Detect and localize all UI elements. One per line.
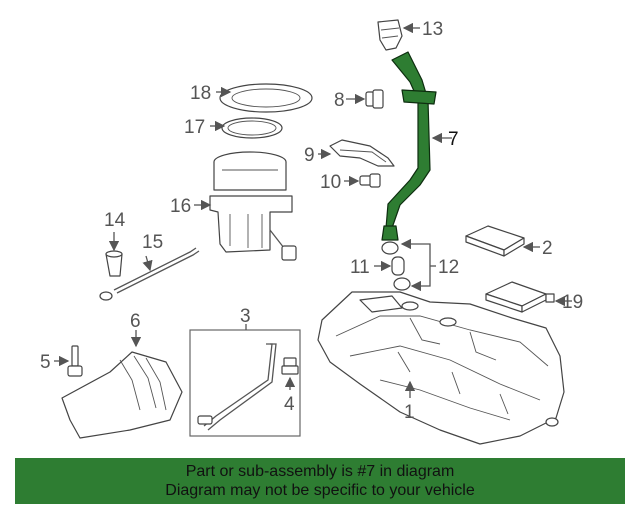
filter-part[interactable] (105, 250, 123, 277)
module-part-2[interactable] (465, 225, 525, 257)
tank-strap-part[interactable] (197, 343, 277, 431)
callout-13: 13 (422, 19, 443, 40)
bolt-part-8[interactable] (365, 89, 384, 109)
callout-12: 12 (438, 257, 459, 278)
bracket-part-9[interactable] (329, 139, 395, 167)
bolt-part-5[interactable] (67, 345, 83, 377)
callout-9: 9 (304, 145, 315, 166)
callout-15: 15 (142, 232, 163, 253)
seal-part[interactable] (221, 117, 283, 139)
fuel-pump-part[interactable] (209, 151, 297, 261)
lock-ring-part[interactable] (219, 83, 313, 113)
callout-5: 5 (40, 352, 51, 373)
shield-part[interactable] (61, 351, 183, 439)
callout-19: 19 (562, 292, 583, 313)
callout-12-leader-top (400, 238, 431, 266)
callout-14: 14 (104, 210, 126, 231)
callout-1: 1 (404, 402, 415, 423)
callout-4: 4 (284, 394, 295, 415)
module-part-19[interactable] (485, 281, 555, 313)
info-banner: Part or sub-assembly is #7 in diagram Di… (15, 458, 625, 504)
hose-part[interactable] (391, 256, 405, 276)
callout-2: 2 (542, 238, 553, 259)
callout-18: 18 (190, 83, 211, 104)
filler-neck-part[interactable] (381, 51, 437, 241)
banner-line-2: Diagram may not be specific to your vehi… (165, 482, 475, 499)
nut-part[interactable] (281, 357, 299, 375)
callout-15-leader (142, 255, 153, 272)
callout-17: 17 (184, 117, 205, 138)
fuel-tank-part[interactable] (317, 291, 565, 445)
callout-10: 10 (320, 172, 341, 193)
inset-box (189, 329, 301, 437)
filler-cap-part[interactable] (377, 19, 403, 51)
callout-16: 16 (170, 196, 191, 217)
callout-7: 7 (448, 129, 459, 150)
callout-8: 8 (334, 90, 345, 111)
callout-3: 3 (240, 306, 251, 327)
banner-line-1: Part or sub-assembly is #7 in diagram (185, 463, 455, 480)
bolt-part-10[interactable] (359, 173, 381, 188)
callout-12-leader-bottom (410, 266, 431, 292)
callout-11: 11 (350, 257, 370, 278)
callout-6: 6 (130, 311, 141, 332)
clamp-part[interactable] (381, 241, 411, 291)
level-sender-part[interactable] (99, 247, 200, 301)
